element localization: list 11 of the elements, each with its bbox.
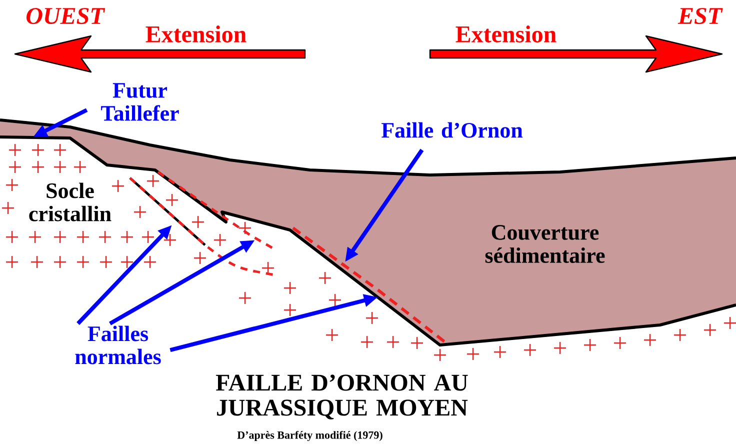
- diagram-title: FAILLE D’ORNON AU JURASSIQUE MOYEN: [216, 374, 468, 420]
- region-label: Socle cristallin: [29, 182, 112, 222]
- callout-label: Futur Taillefer: [101, 83, 179, 121]
- source-caption: D’après Barféty modifié (1979): [237, 430, 382, 442]
- compass-label: OUEST: [26, 8, 106, 24]
- callout-label: Failles normales: [75, 326, 161, 364]
- region-label: Couverture sédimentaire: [485, 225, 605, 263]
- callout-label: Faille d’Ornon: [382, 122, 523, 138]
- arrow-label: Extension: [146, 26, 246, 42]
- compass-label: EST: [678, 8, 723, 24]
- arrow-label: Extension: [456, 26, 556, 42]
